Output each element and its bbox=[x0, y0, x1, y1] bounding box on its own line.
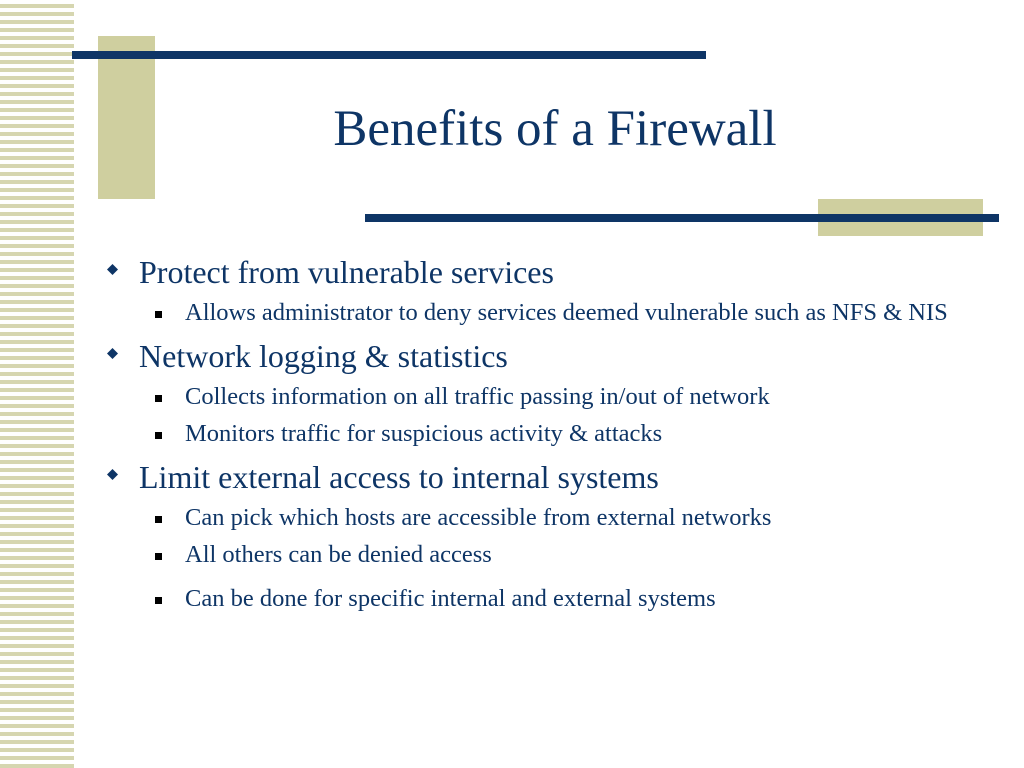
sub-bullet-item: All others can be denied access bbox=[155, 539, 993, 571]
bullet-text: Limit external access to internal system… bbox=[139, 459, 659, 495]
square-bullet-icon bbox=[155, 432, 162, 439]
bullet-list: Protect from vulnerable services Allows … bbox=[103, 252, 993, 615]
bullet-text: Protect from vulnerable services bbox=[139, 254, 554, 290]
sub-bullet-item: Allows administrator to deny services de… bbox=[155, 297, 993, 329]
sub-bullet-text: Monitors traffic for suspicious activity… bbox=[185, 420, 663, 447]
sub-bullet-text: All others can be denied access bbox=[185, 541, 492, 568]
square-bullet-icon bbox=[155, 553, 162, 560]
square-bullet-icon bbox=[155, 516, 162, 523]
sub-bullet-item: Can be done for specific internal and ex… bbox=[155, 583, 993, 615]
square-bullet-icon bbox=[155, 395, 162, 402]
sub-bullet-item: Can pick which hosts are accessible from… bbox=[155, 502, 993, 534]
square-bullet-icon bbox=[155, 311, 162, 318]
title-rule-top bbox=[72, 51, 706, 59]
sub-bullet-text: Can pick which hosts are accessible from… bbox=[185, 504, 772, 531]
title-rule-bottom bbox=[365, 214, 999, 222]
bullet-item: Protect from vulnerable services bbox=[103, 252, 993, 292]
diamond-bullet-icon bbox=[107, 348, 118, 359]
sub-bullet-text: Collects information on all traffic pass… bbox=[185, 383, 770, 410]
square-bullet-icon bbox=[155, 597, 162, 604]
sub-bullet-text: Can be done for specific internal and ex… bbox=[185, 585, 716, 612]
diamond-bullet-icon bbox=[107, 469, 118, 480]
slide-title: Benefits of a Firewall bbox=[333, 101, 777, 157]
diamond-bullet-icon bbox=[107, 264, 118, 275]
bullet-text: Network logging & statistics bbox=[139, 338, 508, 374]
sub-bullet-item: Monitors traffic for suspicious activity… bbox=[155, 418, 993, 450]
accent-block-top bbox=[98, 36, 155, 199]
sub-bullet-text: Allows administrator to deny services de… bbox=[185, 299, 948, 326]
bullet-item: Network logging & statistics bbox=[103, 336, 993, 376]
striped-sidebar-decoration bbox=[0, 0, 74, 768]
bullet-item: Limit external access to internal system… bbox=[103, 457, 993, 497]
sub-bullet-item: Collects information on all traffic pass… bbox=[155, 381, 993, 413]
